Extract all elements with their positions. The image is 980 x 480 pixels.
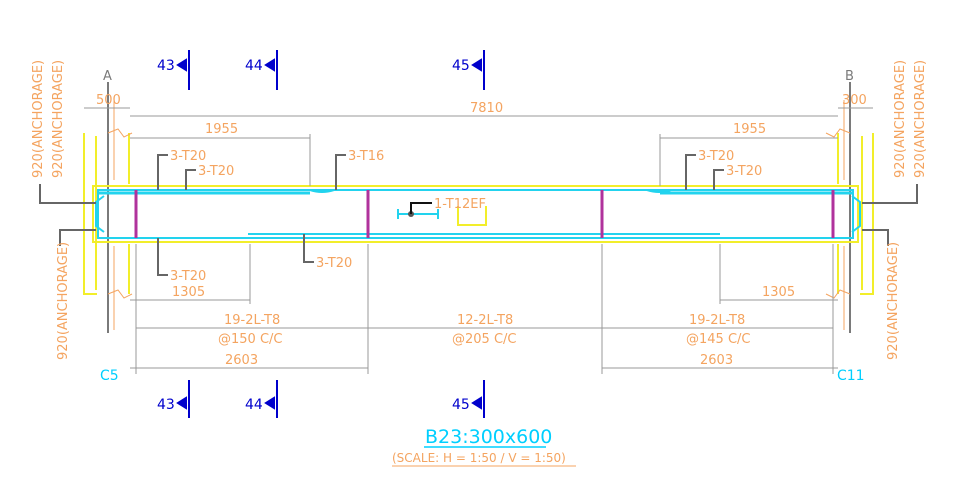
anchorage-label-left-bottom: 920(ANCHORAGE) xyxy=(56,242,71,360)
scale-note: (SCALE: H = 1:50 / V = 1:50) xyxy=(392,451,566,465)
left-column-outline xyxy=(83,133,130,295)
stirrup-mid-label: 12-2L-T8 xyxy=(457,313,513,328)
stirrup-left-length-dimension: 2603 xyxy=(225,353,258,368)
bottom-right-extent-dimension: 1305 xyxy=(762,285,795,300)
right-column-outline xyxy=(837,133,874,295)
gridline-label-a: A xyxy=(103,69,112,84)
stirrup-right-spacing: @145 C/C xyxy=(686,332,750,347)
dimension-lines xyxy=(84,107,873,374)
stirrup-right-length-dimension: 2603 xyxy=(700,353,733,368)
column-label-left: C5 xyxy=(100,368,119,384)
section-markers xyxy=(176,50,485,418)
bar-tag-top-left-inner: 3-T20 xyxy=(198,164,234,179)
anchorage-label-right-outer-top: 920(ANCHORAGE) xyxy=(913,60,928,178)
anchorage-label-right-bottom: 920(ANCHORAGE) xyxy=(886,242,901,360)
bar-tag-top-mid: 3-T16 xyxy=(348,149,384,164)
stirrup-right-label: 19-2L-T8 xyxy=(689,313,745,328)
column-label-right: C11 xyxy=(837,368,865,384)
beam-outline xyxy=(92,185,859,243)
end-hooks xyxy=(95,195,861,233)
stirrup-left-spacing: @150 C/C xyxy=(218,332,282,347)
span-dimension: 7810 xyxy=(470,101,503,116)
section-label-45-top: 45 xyxy=(452,58,470,74)
bar-tag-top-left-outer: 3-T20 xyxy=(170,149,206,164)
bar-tag-bottom-mid: 3-T20 xyxy=(316,256,352,271)
bar-tag-top-right-outer: 3-T20 xyxy=(698,149,734,164)
column-gridlines xyxy=(107,82,851,333)
section-label-45-bottom: 45 xyxy=(452,397,470,413)
anchorage-dimension-lines xyxy=(107,100,851,330)
stirrup-zone-markers xyxy=(134,190,835,238)
top-left-extent-dimension: 1955 xyxy=(205,122,238,137)
bar-tag-top-right-inner: 3-T20 xyxy=(726,164,762,179)
anchorage-label-left-inner-top: 920(ANCHORAGE) xyxy=(51,60,66,178)
top-right-extent-dimension: 1955 xyxy=(733,122,766,137)
section-label-44-bottom: 44 xyxy=(245,397,263,413)
extra-bar-hook xyxy=(457,206,487,226)
anchorage-label-right-inner-top: 920(ANCHORAGE) xyxy=(893,60,908,178)
bar-leader-lines xyxy=(39,154,918,276)
section-label-43-top: 43 xyxy=(157,58,175,74)
section-label-44-top: 44 xyxy=(245,58,263,74)
stirrup-mid-spacing: @205 C/C xyxy=(452,332,516,347)
bar-tag-bottom-left: 3-T20 xyxy=(170,269,206,284)
beam-title: B23:300x600 xyxy=(425,426,552,448)
section-label-43-bottom: 43 xyxy=(157,397,175,413)
gridline-label-b: B xyxy=(845,69,854,84)
anchorage-label-left-outer-top: 920(ANCHORAGE) xyxy=(31,60,46,178)
bar-tag-extra: 1-T12EF xyxy=(434,197,486,212)
left-support-dimension: 500 xyxy=(96,93,121,108)
extra-bar-marker xyxy=(397,202,439,219)
bottom-left-extent-dimension: 1305 xyxy=(172,285,205,300)
right-support-dimension: 300 xyxy=(842,93,867,108)
stirrup-left-label: 19-2L-T8 xyxy=(224,313,280,328)
